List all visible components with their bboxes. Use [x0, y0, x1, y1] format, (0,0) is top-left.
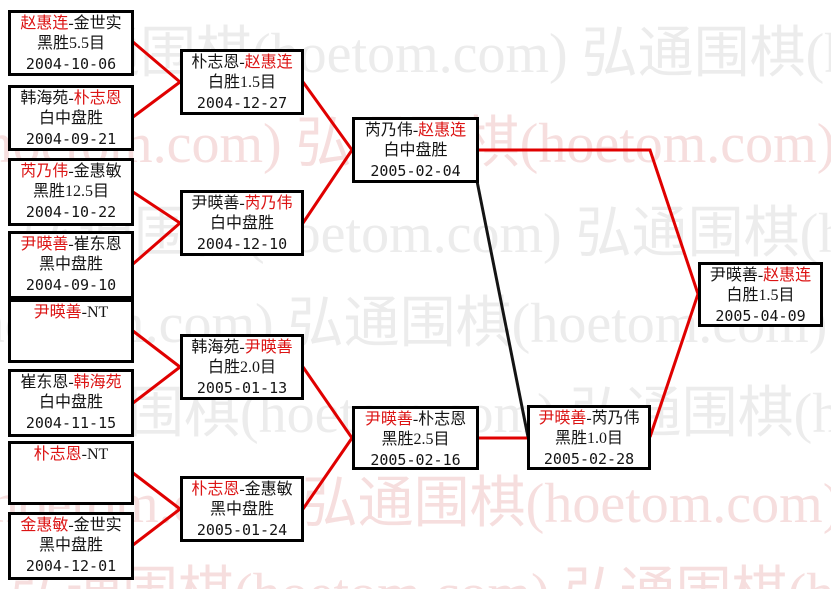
watermark-text: 弘通围棋(hoetom.com) 弘通围棋(hoetom.com)	[0, 473, 831, 535]
connector-qf4	[132, 471, 181, 547]
match-date: 2004-12-10	[196, 235, 288, 253]
match-date: 2004-09-21	[25, 130, 117, 148]
match-players: 金惠敏-金世实	[20, 517, 122, 534]
match-box-r3-2: 尹暎善-朴志恩 黑胜2.5目 2005-02-16	[352, 406, 479, 470]
match-box-r2-2: 尹暎善-芮乃伟 白中盘胜 2004-12-10	[180, 190, 304, 256]
match-date: 2005-01-24	[196, 521, 288, 539]
match-result: 黑胜2.5目	[381, 431, 450, 448]
match-date: 2004-12-27	[196, 94, 288, 112]
match-date: 2004-11-15	[25, 414, 117, 432]
match-date: 2004-12-01	[25, 557, 117, 575]
connector-sf2	[301, 366, 354, 510]
match-box-r1-2: 韩海苑-朴志恩 白中盘胜 2004-09-21	[8, 85, 134, 151]
match-date: 2005-04-09	[715, 307, 806, 325]
connector-qf3	[132, 329, 181, 405]
match-date: 2004-09-10	[25, 276, 117, 294]
match-result: 黑胜12.5目	[32, 183, 109, 200]
match-box-r1-7: 朴志恩-NT	[8, 441, 134, 505]
match-players: 尹暎善-芮乃伟	[538, 410, 640, 427]
match-result: 白中盘胜	[209, 215, 274, 232]
match-result: 黑胜1.0目	[554, 430, 623, 447]
match-box-r3-1: 芮乃伟-赵惠连 白中盘胜 2005-02-04	[352, 117, 479, 183]
match-date: 2005-02-28	[543, 450, 635, 468]
match-box-r4-1: 尹暎善-芮乃伟 黑胜1.0目 2005-02-28	[527, 405, 651, 470]
match-players: 尹暎善-芮乃伟	[191, 195, 293, 212]
match-result: 白中盘胜	[38, 394, 103, 411]
match-players: 尹暎善-朴志恩	[364, 411, 467, 428]
connector-qf2	[132, 190, 181, 266]
match-box-r2-4: 朴志恩-金惠敏 黑中盘胜 2005-01-24	[180, 476, 304, 542]
connector-drop-black	[475, 180, 530, 438]
match-box-r1-8: 金惠敏-金世实 黑中盘胜 2004-12-01	[8, 512, 134, 580]
match-date	[11, 485, 131, 505]
match-players: 尹暎善-赵惠连	[709, 267, 812, 284]
match-date: 2005-02-16	[370, 451, 461, 469]
match-players: 尹暎善-崔东恩	[20, 236, 122, 253]
match-box-r2-3: 韩海苑-尹暎善 白胜2.0目 2005-01-13	[180, 334, 304, 400]
match-result: 黑中盘胜	[209, 501, 274, 518]
match-result: 黑中盘胜	[38, 256, 103, 273]
match-players: 韩海苑-朴志恩	[20, 90, 122, 107]
match-date: 2005-02-04	[370, 162, 461, 180]
match-players: 尹暎善-NT	[33, 304, 109, 321]
match-box-r1-4: 尹暎善-崔东恩 黑中盘胜 2004-09-10	[8, 231, 134, 299]
connector-sf1	[301, 81, 354, 224]
match-players: 朴志恩-赵惠连	[191, 54, 293, 71]
match-result: 白中盘胜	[383, 142, 448, 159]
match-players: 朴志恩-金惠敏	[191, 481, 293, 498]
connector-final-lower	[648, 293, 700, 438]
match-players: 赵惠连-金世实	[20, 15, 122, 32]
match-result: 白胜2.0目	[207, 359, 276, 376]
match-players: 韩海苑-尹暎善	[191, 339, 293, 356]
match-players: 芮乃伟-金惠敏	[20, 163, 122, 180]
match-box-r1-5: 尹暎善-NT	[8, 299, 134, 363]
match-date: 2004-10-22	[25, 203, 117, 221]
match-box-r1-6: 崔东恩-韩海苑 白中盘胜 2004-11-15	[8, 369, 134, 437]
match-box-r1-3: 芮乃伟-金惠敏 黑胜12.5目 2004-10-22	[8, 158, 134, 226]
match-result: 白胜1.5目	[726, 287, 795, 304]
match-result: 白中盘胜	[38, 110, 103, 127]
match-date	[11, 343, 131, 363]
match-result: 黑中盘胜	[38, 537, 103, 554]
match-box-r1-1: 赵惠连-金世实 黑胜5.5目 2004-10-06	[8, 10, 134, 76]
connector-qf1	[132, 40, 181, 119]
match-players: 崔东恩-韩海苑	[20, 374, 122, 391]
match-box-r2-1: 朴志恩-赵惠连 白胜1.5目 2004-12-27	[180, 49, 304, 115]
watermark-text: 弘通围棋(hoetom.com) 弘通围棋(hoetom.com)	[22, 203, 831, 265]
match-result	[11, 465, 131, 485]
match-result: 白胜1.5目	[207, 74, 276, 91]
match-players: 芮乃伟-赵惠连	[364, 122, 467, 139]
match-players: 朴志恩-NT	[33, 446, 109, 463]
watermark-text: 弘通围棋(hoetom.com) 弘通围棋(hoetom.com)	[10, 565, 831, 589]
match-date: 2004-10-06	[25, 55, 117, 73]
match-result	[11, 323, 131, 343]
watermark-text: 弘通围棋(hoetom.com) 弘通围棋(hoetom.com)	[28, 23, 831, 85]
match-box-final: 尹暎善-赵惠连 白胜1.5目 2005-04-09	[698, 262, 823, 327]
match-result: 黑胜5.5目	[36, 35, 105, 52]
connector-final-upper	[479, 148, 700, 295]
match-date: 2005-01-13	[196, 379, 288, 397]
